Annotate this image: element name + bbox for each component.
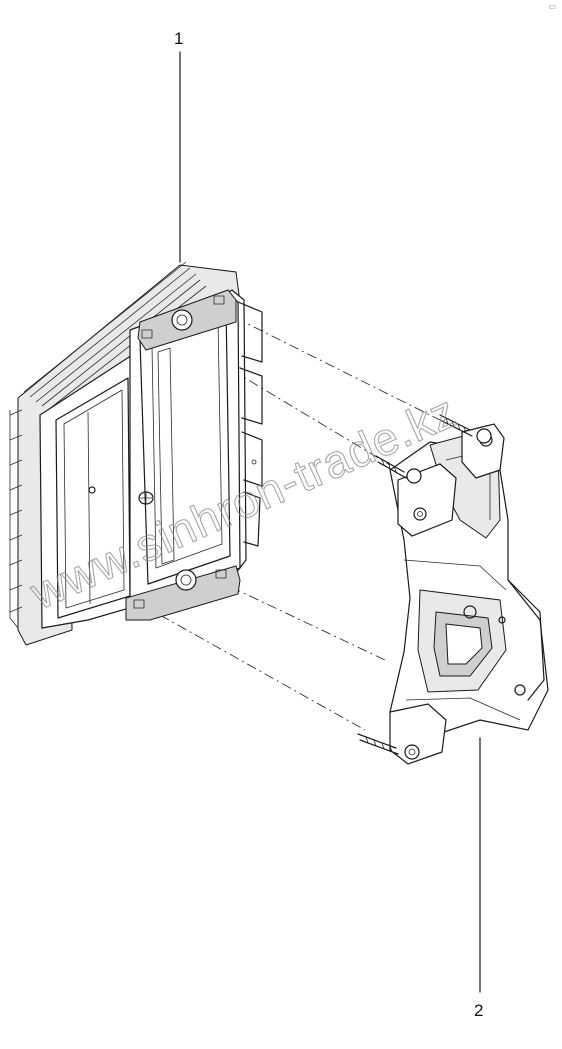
corner-mark: ▭: [548, 2, 556, 11]
callout-2-label: 2: [474, 1001, 483, 1020]
control-unit: [9, 261, 263, 646]
callout-leaders: [179, 51, 481, 993]
callout-1-label: 1: [174, 29, 183, 48]
mounting-bracket: [389, 423, 549, 765]
screws: [357, 414, 492, 755]
